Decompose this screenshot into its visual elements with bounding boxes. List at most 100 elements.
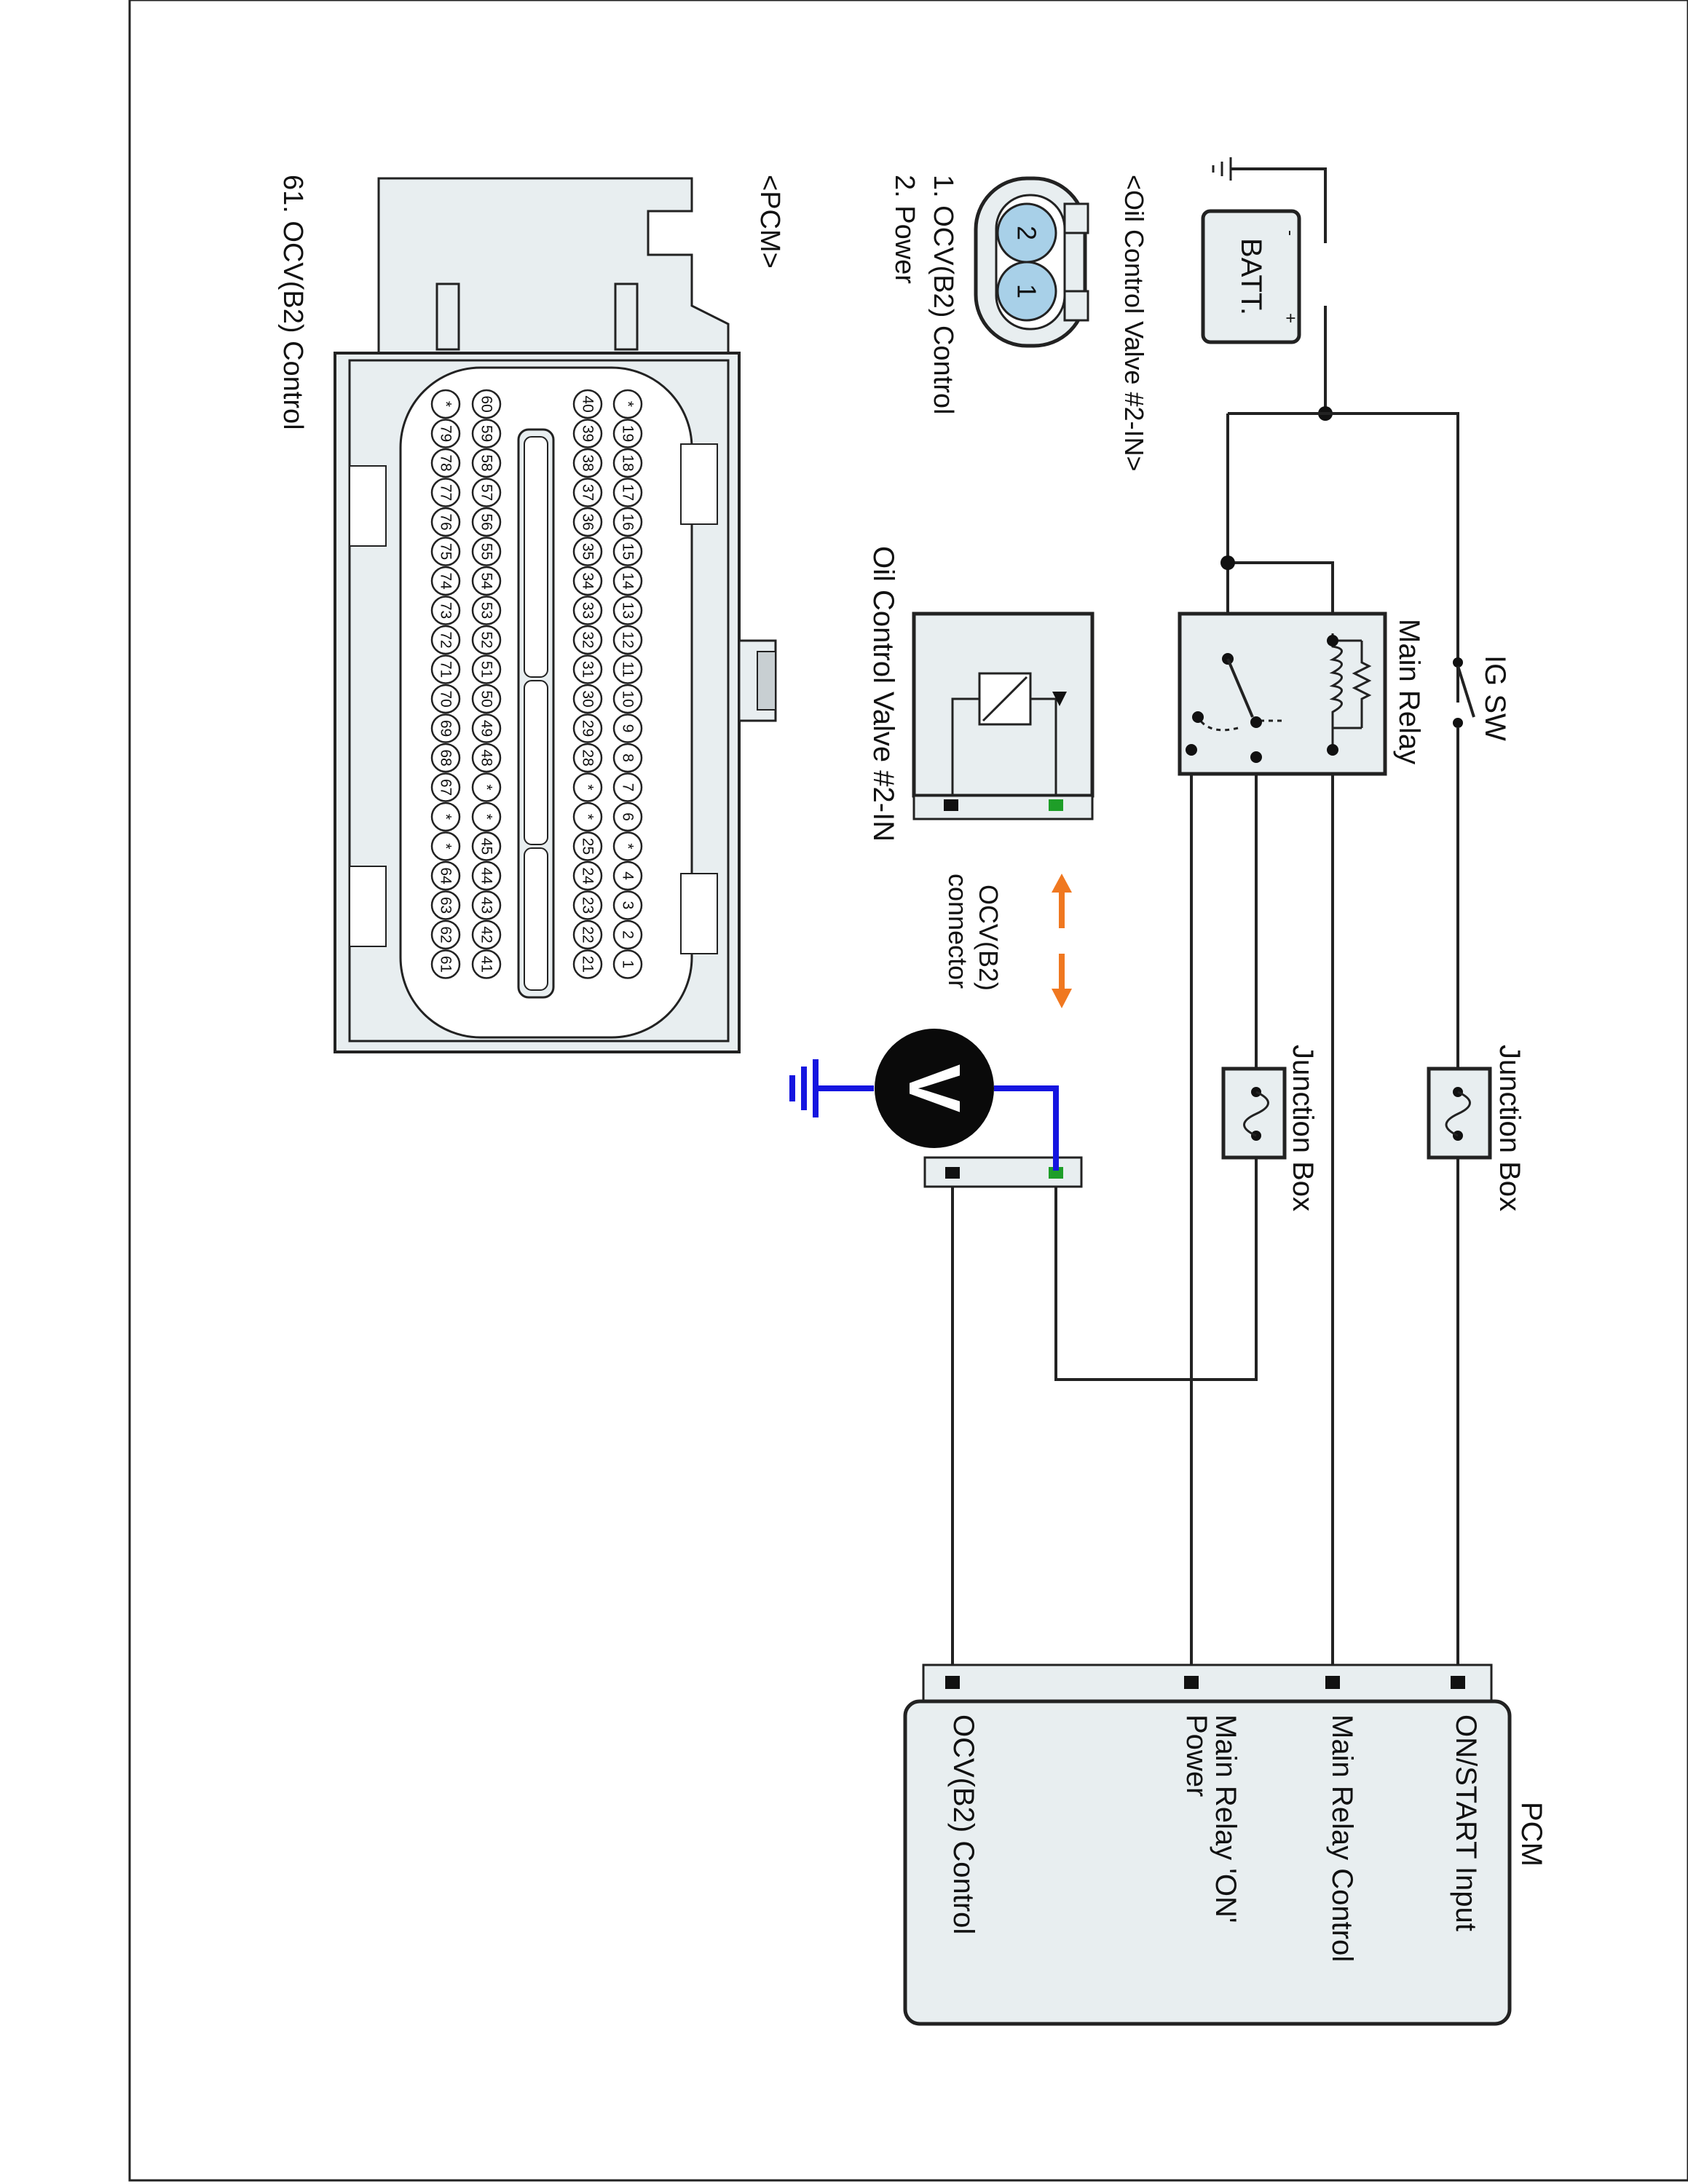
pcm-pin xyxy=(572,860,603,891)
ocv-component-label: Oil Control Valve #2-IN xyxy=(867,546,899,842)
pcm-pin-label: 61 xyxy=(438,956,454,973)
pcm-pin xyxy=(572,507,603,537)
pcm-pin xyxy=(572,448,603,478)
pcm-pin xyxy=(612,419,643,448)
pcm-pin-label: 29 xyxy=(580,720,596,737)
pcm-pin-label: 37 xyxy=(580,484,596,501)
pcm-pin-label: 76 xyxy=(438,513,454,530)
pcm-pin xyxy=(471,713,502,743)
pcm-pin xyxy=(612,743,643,773)
pcm-pin-label: 77 xyxy=(438,484,454,501)
pcm-pin-label: 56 xyxy=(478,513,495,530)
pcm-pin-label: 60 xyxy=(478,395,495,412)
pcm-pin-label: 36 xyxy=(580,513,596,530)
pcm-pin-label: 23 xyxy=(580,897,596,914)
pcm-pin-label: 11 xyxy=(620,662,636,678)
voltmeter-body xyxy=(875,1029,994,1148)
pcm-pin-label: 14 xyxy=(620,572,636,590)
pcm-pin xyxy=(430,684,461,714)
pcm-pin xyxy=(471,743,502,773)
pcm-pin-label: 25 xyxy=(580,838,596,855)
battery-minus-label: - xyxy=(1281,230,1301,236)
main-relay-label: Main Relay xyxy=(1393,619,1425,764)
pcm-pin-label: 32 xyxy=(580,631,596,648)
pcm-pin xyxy=(471,389,502,419)
pcm-pin xyxy=(612,654,643,684)
mating-pin-1 xyxy=(945,1167,960,1179)
pcm-pin xyxy=(471,478,502,507)
pcm-pin xyxy=(471,949,502,979)
pcm-pin xyxy=(430,507,461,537)
junction-box-2: Junction Box xyxy=(1221,1045,1319,1211)
battery-plus-label: + xyxy=(1281,313,1301,323)
pcm-pin xyxy=(612,507,643,537)
battery-ground-symbol xyxy=(1212,157,1232,181)
pcm-pin xyxy=(572,802,603,832)
pcm-pin-label: 63 xyxy=(438,897,454,914)
pcm-connector-title: <PCM> xyxy=(754,175,785,269)
voltmeter-positive-lead xyxy=(994,1085,1059,1171)
battery-label: BATT. xyxy=(1235,238,1267,315)
pcm-pin xyxy=(471,625,502,655)
pcm-pin xyxy=(612,566,643,596)
pcm-pin xyxy=(572,831,603,861)
pcm-pin xyxy=(612,537,643,566)
pcm-pin-label: 41 xyxy=(478,956,495,973)
pcm-pin xyxy=(612,860,643,891)
pcm-pin xyxy=(430,419,461,448)
pcm-pin-label: 13 xyxy=(620,602,636,619)
pcm-pin xyxy=(430,654,461,684)
pcm-pin xyxy=(612,684,643,714)
mating-pin-2 xyxy=(1049,1167,1063,1179)
pcm-pin xyxy=(430,448,461,478)
pcm-pin-label: 57 xyxy=(478,484,495,501)
pcm-pin-label: 78 xyxy=(438,454,454,471)
pcm-pin-label: 58 xyxy=(478,454,495,471)
pcm-input-on-start: ON/START Input xyxy=(1450,1714,1482,1931)
pcm-pin xyxy=(612,625,643,655)
pcm-pin xyxy=(572,537,603,566)
pcm-pin xyxy=(430,566,461,596)
pcm-pin xyxy=(430,919,461,950)
pcm-pin-label: 44 xyxy=(478,867,495,885)
pcm-pin-label: * xyxy=(478,814,495,820)
pcm-pin xyxy=(471,831,502,861)
pcm-connector-view: *191817161514131211109876*43214039383736… xyxy=(277,175,785,1053)
pcm-connector-caption: 61. OCV(B2) Control xyxy=(277,175,308,430)
pcm-pin xyxy=(572,654,603,684)
pcm-pin xyxy=(572,713,603,743)
junction-box-1: Junction Box xyxy=(1427,1045,1526,1211)
pcm-pin-label: * xyxy=(478,784,495,790)
pcm-pin xyxy=(471,860,502,891)
pcm-pin-label: 64 xyxy=(438,867,454,885)
pcm-pin xyxy=(612,713,643,743)
battery: BATT. - + xyxy=(1201,209,1301,344)
pcm-pin-label: 12 xyxy=(620,631,636,648)
relay-coil-feed xyxy=(1228,561,1334,633)
pcm-pin-label: 69 xyxy=(438,720,454,737)
pcm-pin xyxy=(612,478,643,507)
ocv-pin-2-terminal xyxy=(1049,799,1063,811)
relay-switch-blade xyxy=(1226,658,1254,718)
pcm-pin-label: 67 xyxy=(438,779,454,796)
pcm-pin xyxy=(612,919,643,950)
pcm-pin-label: 51 xyxy=(478,661,495,678)
pcm-pin-label: 74 xyxy=(438,572,454,590)
page-frame xyxy=(128,0,1688,2182)
pcm-pin xyxy=(471,919,502,950)
pcm-pin xyxy=(471,684,502,714)
pcm-pin xyxy=(430,713,461,743)
pcm-pin-label: 6 xyxy=(620,812,636,821)
pcm-pin-label: 9 xyxy=(620,724,636,733)
pcm-pin xyxy=(430,478,461,507)
pcm-pin xyxy=(612,949,643,979)
pcm-pin xyxy=(471,772,502,802)
pcm-pin-label: 8 xyxy=(620,753,636,762)
pcm-pin-label: 53 xyxy=(478,602,495,619)
pcm-pin-label: 70 xyxy=(438,690,454,707)
ocv-pin-2-description: 2. Power xyxy=(889,175,920,284)
pcm-pin xyxy=(471,507,502,537)
pcm-pin xyxy=(430,625,461,655)
pcm-pin-label: 17 xyxy=(620,484,636,501)
ocv-pin-2-number: 2 xyxy=(1012,226,1042,240)
